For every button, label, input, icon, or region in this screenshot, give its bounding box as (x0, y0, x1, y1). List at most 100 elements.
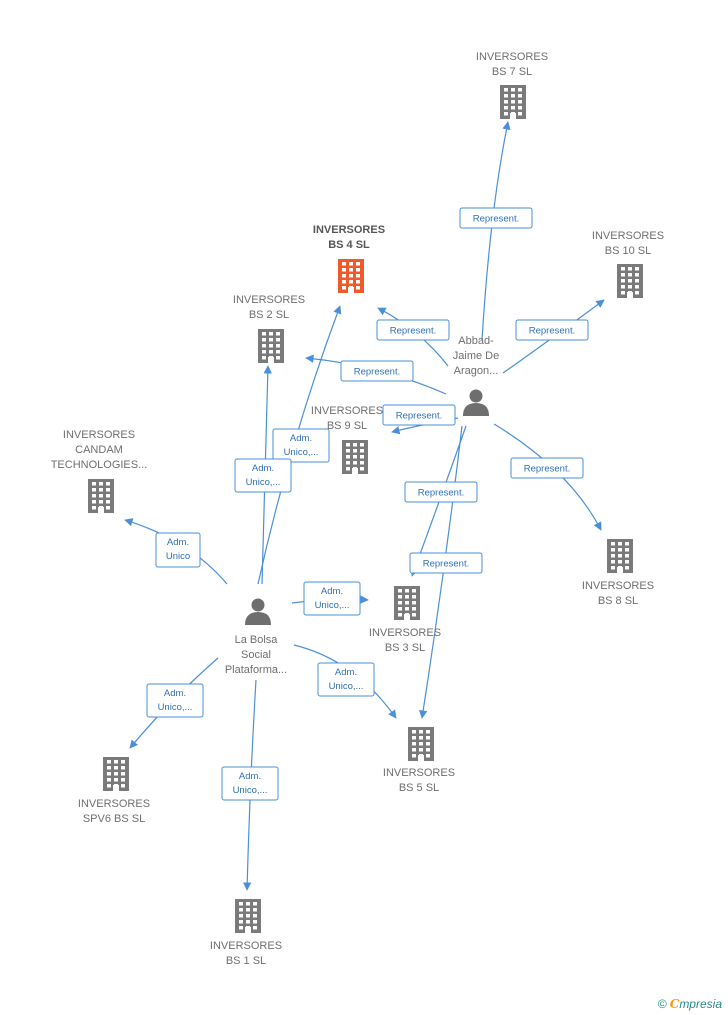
node-label: INVERSORES (210, 940, 282, 952)
node-label: BS 10 SL (605, 245, 651, 257)
node-label: Social (241, 649, 271, 661)
edge-label-text: Adm. (290, 433, 312, 444)
edge-label-abbad-bs3[interactable]: Represent. (404, 481, 478, 503)
edge-label-box (382, 404, 456, 426)
edge-label-text: Represent. (473, 214, 519, 225)
node-label: BS 8 SL (598, 595, 638, 607)
edge-label-text: Represent. (524, 464, 570, 475)
edge-label-bolsa-bs2[interactable]: Adm. Unico,... (234, 458, 292, 493)
edge-label-box (221, 766, 279, 801)
edge-label-text: Unico,... (246, 477, 281, 488)
node-bs10[interactable]: INVERSORES BS 10 SL (592, 230, 664, 298)
building-icon (235, 899, 261, 933)
edge-label-bolsa-candam[interactable]: Adm. Unico (155, 532, 201, 568)
building-icon (258, 329, 284, 363)
node-label: BS 9 SL (327, 420, 367, 432)
empresia-watermark: ©Cmpresia (658, 997, 722, 1011)
node-label: BS 1 SL (226, 955, 266, 967)
edge-label-text: Unico,... (233, 785, 268, 796)
edge-label-box (515, 319, 589, 341)
edge-label-text: Unico,... (329, 681, 364, 692)
node-label: BS 5 SL (399, 782, 439, 794)
building-icon (88, 479, 114, 513)
node-spv6[interactable]: INVERSORES SPV6 BS SL (78, 757, 150, 825)
edge-label-abbad-bs4[interactable]: Represent. (376, 319, 450, 341)
edge-label-text: Represent. (418, 488, 464, 499)
edge-label-bolsa-spv6[interactable]: Adm. Unico,... (146, 683, 204, 718)
edge-label-abbad-bs10[interactable]: Represent. (515, 319, 589, 341)
edge-label-box (234, 458, 292, 493)
edge-label-text: Adm. (167, 537, 189, 548)
edge-label-bolsa-bs5[interactable]: Adm.Unico,... (317, 662, 375, 697)
node-label: Plataforma... (225, 664, 287, 676)
edge-label-text: Adm. (164, 688, 186, 699)
node-abbad[interactable]: Abbad-Jaime DeAragon... (453, 335, 499, 416)
edge-label-abbad-bs7[interactable]: Represent. (459, 207, 533, 229)
node-label: BS 4 SL (328, 239, 370, 251)
edge-label-abbad-bs8[interactable]: Represent. (510, 457, 584, 479)
node-label: SPV6 BS SL (83, 813, 145, 825)
building-icon (617, 264, 643, 298)
building-icon (338, 259, 364, 293)
node-candam[interactable]: INVERSORESCANDAMTECHNOLOGIES... (51, 429, 148, 513)
building-icon (342, 440, 368, 474)
node-label: INVERSORES (476, 51, 548, 63)
edge-label-box (317, 662, 375, 697)
node-label: INVERSORES (383, 767, 455, 779)
edge-label-text: Represent. (354, 367, 400, 378)
edge-label-box (272, 428, 330, 463)
edge-label-bolsa-bs3[interactable]: Adm. Unico,... (303, 581, 361, 616)
edge-label-box (303, 581, 361, 616)
node-label: INVERSORES (592, 230, 664, 242)
person-icon (245, 598, 271, 625)
node-label: BS 3 SL (385, 642, 425, 654)
edge-label-text: Adm. (252, 463, 274, 474)
edge-label-text: Represent. (529, 326, 575, 337)
edge-label-text: Unico (166, 551, 190, 562)
building-icon (500, 85, 526, 119)
node-bs4[interactable]: INVERSORES BS 4 SL (313, 224, 385, 293)
edge-label-text: Adm. (321, 586, 343, 597)
building-icon (607, 539, 633, 573)
edge-label-text: Represent. (423, 559, 469, 570)
node-bs9[interactable]: INVERSORES BS 9 SL (311, 405, 383, 474)
edge-label-box (409, 552, 483, 574)
node-bs1[interactable]: INVERSORES BS 1 SL (210, 899, 282, 967)
edge-label-text: Unico,... (315, 600, 350, 611)
edge-label-abbad-bs9[interactable]: Represent. (382, 404, 456, 426)
node-bolsa[interactable]: La BolsaSocialPlataforma... (225, 598, 287, 677)
node-label: BS 7 SL (492, 66, 532, 78)
node-label: TECHNOLOGIES... (51, 459, 148, 471)
node-label: INVERSORES (369, 627, 441, 639)
node-bs7[interactable]: INVERSORES BS 7 SL (476, 51, 548, 119)
copyright-symbol: © (657, 997, 667, 1011)
edge-label-text: Unico,... (284, 447, 319, 458)
edge-label-text: Represent. (396, 411, 442, 422)
node-label: La Bolsa (235, 634, 279, 646)
node-bs3[interactable]: INVERSORES BS 3 SL (369, 586, 441, 654)
node-label: INVERSORES (313, 224, 385, 236)
node-bs8[interactable]: INVERSORES BS 8 SL (582, 539, 654, 607)
building-icon (408, 727, 434, 761)
node-label: INVERSORES (311, 405, 383, 417)
node-label: INVERSORES (582, 580, 654, 592)
edge-label-box (146, 683, 204, 718)
brand-initial: C (669, 997, 680, 1011)
node-bs5[interactable]: INVERSORES BS 5 SL (383, 727, 455, 794)
edge-label-box (510, 457, 584, 479)
node-label: Jaime De (453, 350, 499, 362)
node-label: INVERSORES (233, 294, 305, 306)
node-label: Aragon... (454, 365, 499, 377)
edge-label-text: Unico,... (158, 702, 193, 713)
brand-name: mpresia (679, 997, 722, 1011)
edge-label-abbad-bs2[interactable]: Represent. (340, 360, 414, 382)
building-icon (394, 586, 420, 620)
edge-label-bolsa-bs4[interactable]: Adm. Unico,... (272, 428, 330, 463)
node-label: INVERSORES (78, 798, 150, 810)
edge-label-bolsa-bs1[interactable]: Adm.Unico,... (221, 766, 279, 801)
building-icon (103, 757, 129, 791)
edge-label-abbad-bs5[interactable]: Represent. (409, 552, 483, 574)
